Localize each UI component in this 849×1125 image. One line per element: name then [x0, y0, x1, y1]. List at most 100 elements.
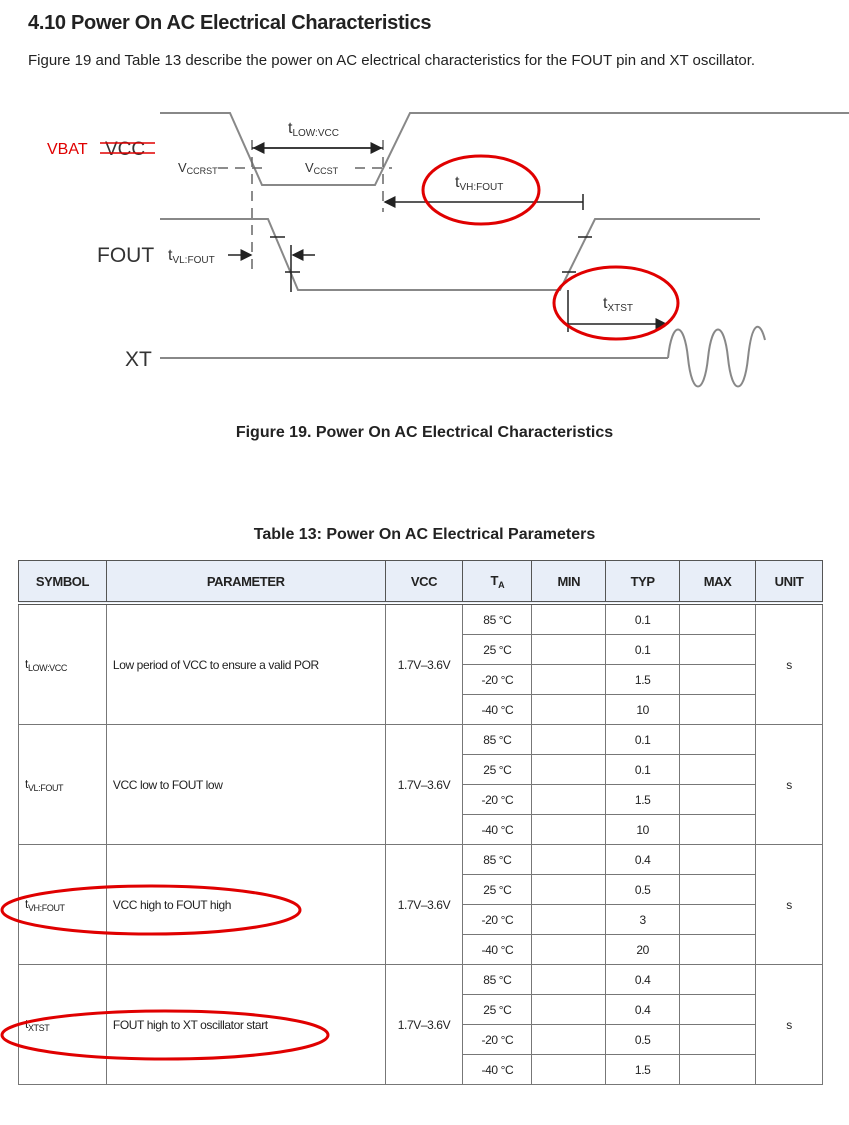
min-cell: [531, 602, 607, 635]
ta-cell: -20 °C: [462, 904, 533, 935]
ta-cell: 25 °C: [462, 874, 533, 905]
xt-label: XT: [125, 348, 152, 371]
parameter-cell: Low period of VCC to ensure a valid POR: [105, 602, 386, 725]
section-heading: 4.10 Power On AC Electrical Characterist…: [28, 12, 432, 34]
max-cell: [679, 1024, 756, 1055]
max-cell: [679, 874, 756, 905]
min-cell: [531, 694, 607, 725]
min-cell: [531, 1054, 607, 1085]
table-title: Table 13: Power On AC Electrical Paramet…: [253, 526, 596, 543]
t-vh-fout-label: tVH:FOUT: [455, 174, 503, 193]
t-vl-fout-label: tVL:FOUT: [168, 247, 215, 266]
xt-oscillation: [667, 325, 766, 388]
ta-cell: -40 °C: [462, 814, 533, 845]
min-cell: [531, 934, 607, 965]
fout-label: FOUT: [97, 244, 154, 267]
table-row: 25 °C 0.4: [19, 994, 823, 1025]
symbol-cell: tXTST: [18, 964, 107, 1085]
typ-cell: 0.1: [605, 602, 681, 635]
min-cell: [531, 754, 607, 785]
parameter-cell: VCC low to FOUT low: [105, 724, 386, 845]
min-cell: [531, 1024, 607, 1055]
max-cell: [679, 724, 756, 755]
typ-cell: 20: [605, 934, 681, 965]
min-cell: [531, 964, 607, 995]
ta-cell: 25 °C: [462, 634, 533, 665]
typ-cell: 0.4: [605, 844, 681, 875]
parameters-table: SYMBOL PARAMETER VCC TA MIN TYP MAX UNIT…: [18, 560, 823, 1085]
max-cell: [679, 934, 756, 965]
table-row: 25 °C 0.1: [19, 754, 823, 785]
figure-caption: Figure 19. Power On AC Electrical Charac…: [235, 424, 614, 441]
typ-cell: 1.5: [605, 664, 681, 695]
min-cell: [531, 904, 607, 935]
max-cell: [679, 994, 756, 1025]
timing-diagram: VBAT VCC FOUT XT tLOW:VCC VCCRST VCCST t…: [47, 112, 849, 388]
unit-cell: s: [755, 724, 823, 845]
min-cell: [531, 664, 607, 695]
min-cell: [531, 874, 607, 905]
ta-cell: 25 °C: [462, 994, 533, 1025]
ta-cell: 85 °C: [462, 724, 533, 755]
col-unit: UNIT: [755, 560, 823, 605]
vcc-waveform: [160, 112, 849, 186]
col-symbol: SYMBOL: [18, 560, 107, 605]
vcc-cell: 1.7V–3.6V: [384, 602, 464, 725]
typ-cell: 0.5: [605, 874, 681, 905]
typ-cell: 0.5: [605, 1024, 681, 1055]
max-cell: [679, 784, 756, 815]
typ-cell: 0.4: [605, 994, 681, 1025]
vccrst-label: VCCRST: [178, 160, 218, 176]
intro-paragraph: Figure 19 and Table 13 describe the powe…: [28, 52, 756, 69]
ta-cell: -20 °C: [462, 664, 533, 695]
vbat-label: VBAT: [47, 141, 88, 158]
max-cell: [679, 634, 756, 665]
fout-waveform: [160, 218, 760, 291]
col-ta: TA: [462, 560, 533, 605]
t-low-vcc-label: tLOW:VCC: [288, 120, 339, 139]
max-cell: [679, 904, 756, 935]
table-row: 25 °C 0.5: [19, 874, 823, 905]
ta-cell: 85 °C: [462, 964, 533, 995]
max-cell: [679, 964, 756, 995]
ta-cell: -40 °C: [462, 694, 533, 725]
vcc-cell: 1.7V–3.6V: [384, 964, 464, 1085]
unit-cell: s: [755, 964, 823, 1085]
min-cell: [531, 814, 607, 845]
t-xtst-label: tXTST: [603, 295, 633, 314]
typ-cell: 0.1: [605, 754, 681, 785]
parameter-cell: FOUT high to XT oscillator start: [105, 964, 386, 1085]
annotation-ellipse: [421, 154, 541, 226]
ta-cell: -20 °C: [462, 784, 533, 815]
min-cell: [531, 784, 607, 815]
max-cell: [679, 844, 756, 875]
max-cell: [679, 814, 756, 845]
col-typ: TYP: [605, 560, 681, 605]
max-cell: [679, 602, 756, 635]
typ-cell: 1.5: [605, 784, 681, 815]
ta-cell: 25 °C: [462, 754, 533, 785]
annotation-ellipse: [552, 265, 680, 341]
col-max: MAX: [679, 560, 756, 605]
col-vcc: VCC: [384, 560, 464, 605]
symbol-cell: tVL:FOUT: [18, 724, 107, 845]
col-min: MIN: [531, 560, 607, 605]
min-cell: [531, 844, 607, 875]
ta-cell: 85 °C: [462, 602, 533, 635]
table-row: -20 °C 1.5: [19, 664, 823, 695]
vccst-label: VCCST: [305, 160, 339, 176]
vcc-cell: 1.7V–3.6V: [384, 724, 464, 845]
unit-cell: s: [755, 844, 823, 965]
unit-cell: s: [755, 602, 823, 725]
max-cell: [679, 694, 756, 725]
typ-cell: 3: [605, 904, 681, 935]
max-cell: [679, 1054, 756, 1085]
